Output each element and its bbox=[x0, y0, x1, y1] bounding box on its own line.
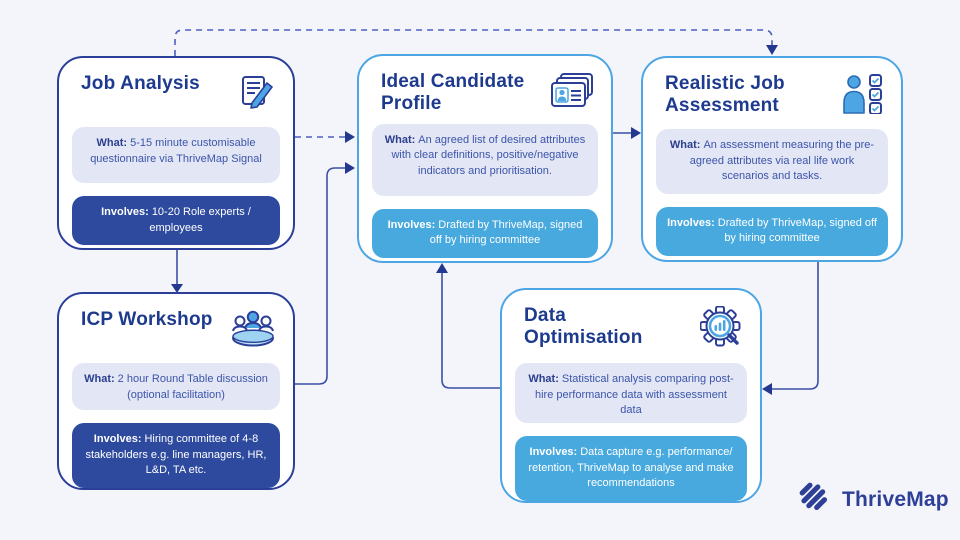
step-box-icp-workshop: ICP Workshop What:2 hour Round Table dis… bbox=[57, 292, 295, 490]
connector-data-to-icp bbox=[436, 263, 500, 389]
involves-panel: Involves:Hiring committee of 4-8 stakeho… bbox=[72, 423, 280, 488]
involves-label: Involves: bbox=[101, 206, 149, 218]
box-title: Data Optimisation bbox=[524, 305, 643, 349]
box-header: Realistic Job Assessment bbox=[643, 58, 901, 119]
what-text: An assessment measuring the pre-agreed a… bbox=[689, 139, 875, 183]
thrivemap-logo: ThriveMap bbox=[795, 478, 949, 521]
thrivemap-logo-icon bbox=[795, 478, 833, 521]
what-panel: What:An assessment measuring the pre-agr… bbox=[656, 129, 888, 194]
what-panel: What:2 hour Round Table discussion (opti… bbox=[72, 363, 280, 411]
id-card-icon bbox=[549, 72, 595, 115]
what-panel: What:An agreed list of desired attribute… bbox=[372, 123, 598, 196]
what-label: What: bbox=[84, 373, 115, 385]
box-title: ICP Workshop bbox=[81, 309, 213, 330]
involves-label: Involves: bbox=[667, 216, 715, 229]
round-table-icon bbox=[229, 310, 277, 353]
involves-text: Drafted by ThriveMap, signed off by hiri… bbox=[717, 216, 877, 245]
what-panel: What:Statistical analysis comparing post… bbox=[515, 363, 747, 424]
step-box-data-optimisation: Data Optimisation bbox=[500, 288, 762, 503]
involves-text: Data capture e.g. performance/ retention… bbox=[528, 446, 734, 490]
involves-label: Involves: bbox=[93, 433, 142, 446]
box-header: Data Optimisation bbox=[502, 290, 760, 355]
what-label: What: bbox=[669, 139, 701, 151]
gear-magnifier-icon bbox=[699, 305, 744, 355]
box-title: Ideal Candidate Profile bbox=[381, 71, 525, 115]
what-label: What: bbox=[528, 373, 559, 385]
what-text: 5-15 minute customisable questionnaire v… bbox=[90, 137, 262, 165]
logo-wordmark: ThriveMap bbox=[842, 487, 949, 511]
connector-rja-to-data bbox=[762, 262, 819, 395]
person-checklist-icon bbox=[841, 74, 885, 119]
involves-text: Hiring committee of 4-8 stakeholders e.g… bbox=[85, 433, 267, 477]
what-label: What: bbox=[96, 137, 128, 149]
box-header: Job Analysis bbox=[59, 58, 293, 117]
involves-panel: Involves:Drafted by ThriveMap, signed of… bbox=[656, 206, 888, 257]
box-title: Job Analysis bbox=[81, 73, 200, 94]
step-box-job-analysis: Job Analysis What:5-15 minute customisab… bbox=[57, 56, 295, 250]
involves-label: Involves: bbox=[387, 218, 436, 231]
what-text: Statistical analysis comparing post-hire… bbox=[535, 373, 734, 417]
connector-icp-to-rja bbox=[613, 127, 641, 139]
involves-text: Drafted by ThriveMap, signed off by hiri… bbox=[429, 218, 583, 247]
connector-job-to-workshop bbox=[171, 250, 183, 293]
involves-panel: Involves:Drafted by ThriveMap, signed of… bbox=[372, 208, 598, 259]
box-header: ICP Workshop bbox=[59, 294, 293, 353]
document-pen-icon bbox=[237, 74, 277, 117]
involves-panel: Involves:10-20 Role experts / employees bbox=[72, 196, 280, 246]
box-title: Realistic Job Assessment bbox=[665, 73, 785, 117]
step-box-ideal-candidate-profile: Ideal Candidate Profile What:An agreed l… bbox=[357, 54, 613, 263]
what-text: 2 hour Round Table discussion (optional … bbox=[117, 373, 268, 401]
connector-dashed-loop bbox=[174, 29, 778, 56]
involves-panel: Involves:Data capture e.g. performance/ … bbox=[515, 436, 747, 501]
connector-workshop-to-icp bbox=[295, 162, 355, 385]
what-label: What: bbox=[384, 133, 416, 146]
connector-job-to-icp bbox=[295, 131, 355, 143]
step-box-realistic-job-assessment: Realistic Job Assessment What:An assessm… bbox=[641, 56, 903, 262]
what-panel: What:5-15 minute customisable questionna… bbox=[72, 127, 280, 183]
box-header: Ideal Candidate Profile bbox=[359, 56, 611, 116]
involves-text: 10-20 Role experts / employees bbox=[149, 206, 251, 234]
involves-label: Involves: bbox=[529, 446, 578, 459]
what-text: An agreed list of desired attributes wit… bbox=[391, 133, 586, 178]
